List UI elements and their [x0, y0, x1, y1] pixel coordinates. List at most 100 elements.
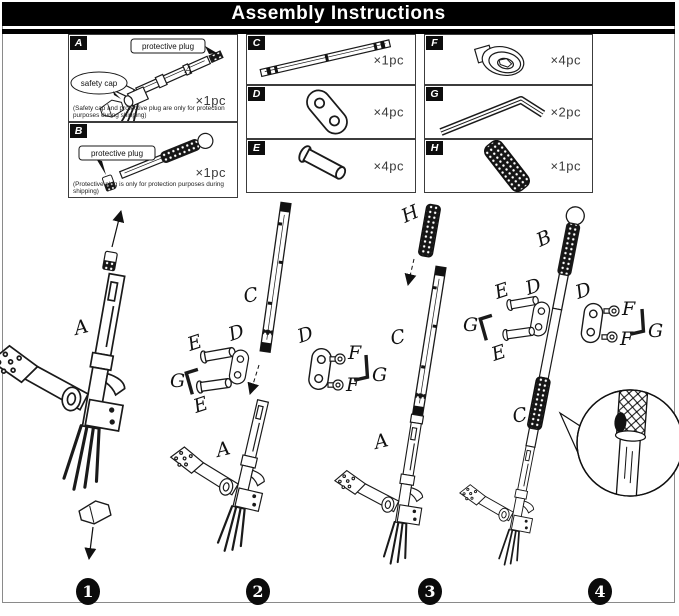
panel-a-tag: A — [70, 36, 87, 50]
allen-key-g — [478, 313, 497, 343]
parts-panel-c: C ×1pc — [246, 34, 416, 85]
parts-panel-f: F ×4pc — [424, 34, 593, 85]
panel-a-qty: ×1pc — [195, 93, 226, 108]
step-4-number: 4 — [594, 582, 606, 601]
label-f2: F — [619, 328, 634, 350]
callout-pointer — [113, 91, 121, 99]
tube-c — [259, 201, 292, 353]
label-c: C — [388, 325, 407, 350]
panel-f-tag: F — [426, 36, 443, 50]
label-g1: G — [170, 370, 185, 392]
arrow-down — [84, 526, 97, 560]
full-assembly — [447, 204, 587, 570]
parts-panel-d: D ×4pc — [246, 85, 416, 139]
label-g1: G — [463, 314, 478, 336]
tool-body-a — [0, 254, 147, 497]
step-1-drawing: A — [0, 210, 147, 560]
parts-panel-g: G ×2pc — [424, 85, 593, 139]
assembled-a-c — [322, 265, 447, 569]
label-h: H — [397, 201, 422, 228]
panel-a-note: (Safety cap and protective plug are only… — [73, 104, 225, 120]
label-e1: E — [491, 279, 512, 305]
label-d1: D — [522, 274, 544, 300]
panel-e-tag: E — [248, 141, 265, 155]
step-3-badge: 3 — [418, 578, 442, 605]
label-g2: G — [372, 364, 387, 386]
label-a: A — [370, 429, 391, 454]
arrow-up — [111, 210, 125, 248]
label-e2: E — [488, 341, 509, 367]
protective-plug-part — [101, 250, 119, 272]
parts-panel-a: A protective plug safe — [68, 34, 238, 122]
label-b: B — [532, 226, 555, 252]
label-c: C — [510, 403, 529, 428]
label-g2: G — [648, 320, 663, 342]
panel-h-tag: H — [426, 141, 443, 155]
panel-c-qty: ×1pc — [373, 52, 404, 67]
tool-body-a — [151, 382, 284, 558]
label-e2: E — [190, 393, 211, 419]
step-1-badge: 1 — [76, 578, 100, 605]
label-d1: D — [225, 320, 247, 346]
callout-protective-plug: protective plug — [91, 149, 143, 158]
part-c-illustration — [259, 39, 392, 78]
pin-e — [199, 344, 237, 365]
pin-e — [195, 375, 233, 395]
panel-e-qty: ×4pc — [373, 158, 404, 174]
grip-h — [417, 203, 442, 259]
label-d2: D — [572, 278, 594, 304]
title-underline — [2, 29, 675, 34]
step-2-number: 2 — [252, 582, 264, 601]
panel-g-qty: ×2pc — [550, 104, 581, 120]
magnifier-detail — [558, 389, 679, 497]
page-title: Assembly Instructions — [2, 2, 675, 26]
panel-d-qty: ×4pc — [373, 104, 404, 120]
part-h-illustration — [484, 140, 530, 192]
step-4-badge: 4 — [588, 578, 612, 605]
callout-pointer — [97, 160, 106, 175]
slide-arrow — [404, 258, 417, 286]
pin-e — [501, 324, 536, 342]
panel-h-qty: ×1pc — [550, 158, 581, 174]
step-2-badge: 2 — [246, 578, 270, 605]
part-g-illustration — [439, 96, 546, 136]
label-a: A — [70, 315, 91, 340]
panel-b-tag: B — [70, 124, 87, 138]
panel-d-tag: D — [248, 87, 265, 101]
step-4-drawing: B E D G E D F F G C — [447, 204, 679, 570]
label-f1: F — [621, 298, 636, 320]
parts-panel-e: E ×4pc — [246, 139, 416, 193]
panel-b-note: (Protective plug is only for protection … — [73, 180, 224, 196]
step-3-number: 3 — [424, 582, 436, 601]
step-3-drawing: H C A — [322, 201, 447, 569]
label-f2: F — [345, 374, 360, 396]
screw-f — [329, 353, 346, 365]
parts-panel-b: B protective plug ×1pc (Protective plug … — [68, 122, 238, 198]
insert-arrow — [247, 364, 260, 395]
label-f1: F — [347, 342, 362, 364]
label-c: C — [241, 283, 260, 308]
callout-protective-plug: protective plug — [142, 42, 194, 51]
assembly-steps-diagram: A C E D G E A D F F G — [0, 201, 679, 570]
safety-cap-part — [77, 497, 113, 528]
screw-f — [327, 379, 344, 391]
part-f-illustration — [473, 44, 525, 76]
screw-f — [601, 331, 618, 343]
plate-d — [579, 301, 605, 345]
callout-safety-cap: safety cap — [81, 79, 118, 88]
step-1-number: 1 — [82, 582, 94, 601]
panel-b-qty: ×1pc — [195, 165, 226, 180]
panel-c-tag: C — [248, 36, 265, 50]
part-b-illustration: protective plug — [78, 132, 214, 192]
callout-pointer — [205, 46, 217, 54]
label-e1: E — [184, 331, 205, 357]
part-a-illustration: protective plug safety cap A — [70, 38, 224, 121]
step-2-drawing: C E D G E A D F F G — [151, 201, 387, 558]
screw-f — [603, 305, 620, 317]
label-a: A — [212, 437, 233, 462]
parts-panel-h: H ×1pc — [424, 139, 593, 193]
panel-f-qty: ×4pc — [550, 52, 581, 67]
label-d2: D — [294, 322, 316, 348]
panel-g-tag: G — [426, 87, 443, 101]
